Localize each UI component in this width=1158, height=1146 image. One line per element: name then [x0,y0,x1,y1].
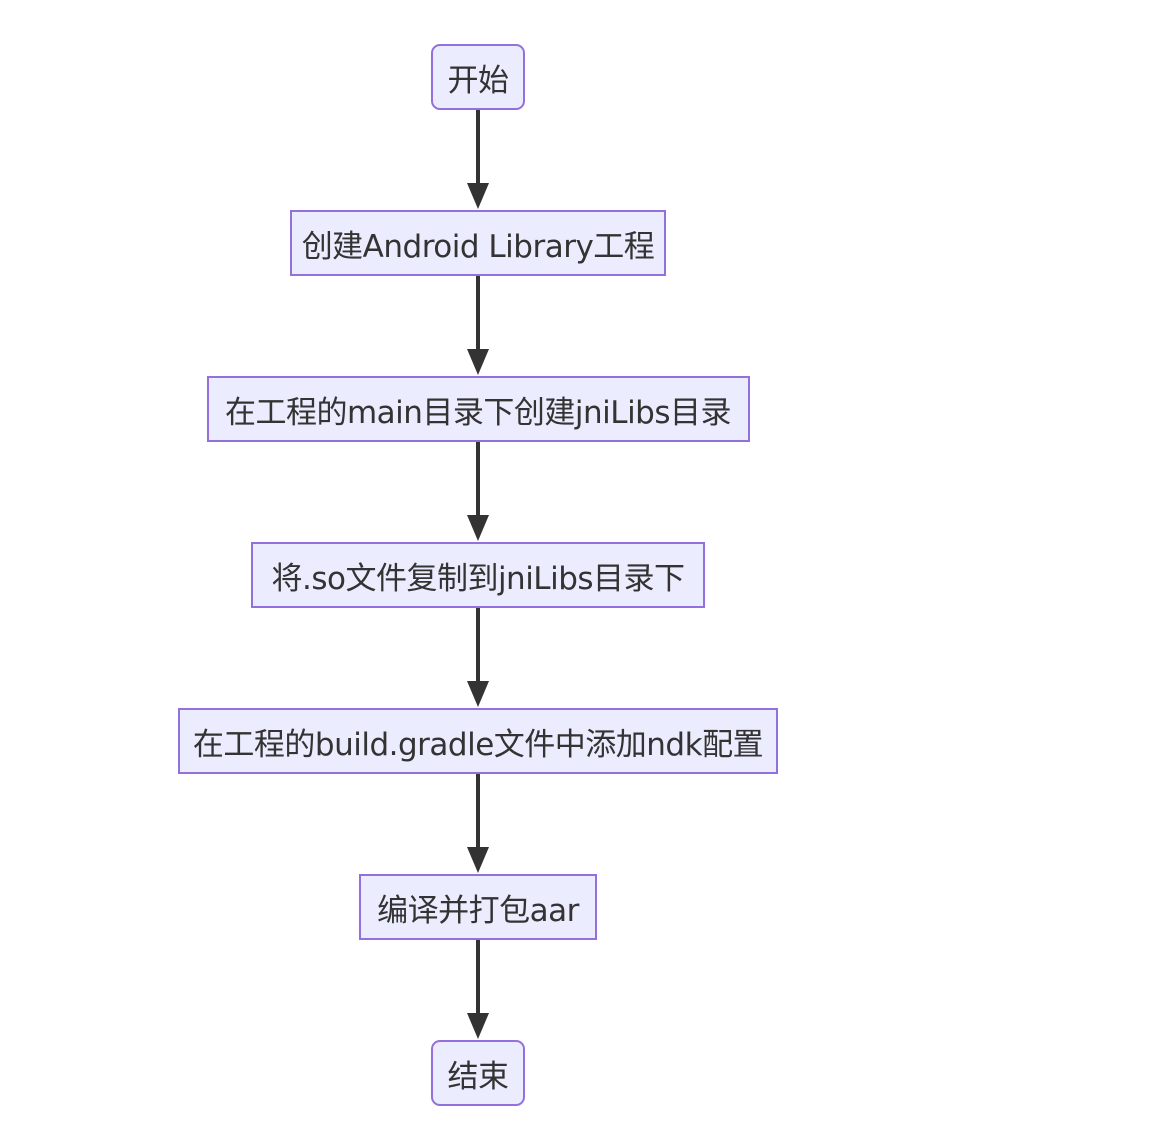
node-start: 开始 [431,44,525,110]
arrowhead-start-to-create-project [467,183,489,209]
node-end: 结束 [431,1040,525,1106]
arrowhead-copy-so-to-add-ndk-config [467,681,489,707]
arrowhead-create-jnilibs-to-copy-so [467,515,489,541]
arrowhead-create-project-to-create-jnilibs [467,349,489,375]
node-add-ndk-config: 在工程的build.gradle文件中添加ndk配置 [178,708,778,774]
node-create-jnilibs: 在工程的main目录下创建jniLibs目录 [206,376,750,442]
node-build-aar: 编译并打包aar [359,874,597,940]
node-create-project: 创建Android Library工程 [290,210,666,276]
arrowhead-build-aar-to-end [467,1013,489,1039]
arrowhead-add-ndk-config-to-build-aar [467,847,489,873]
node-copy-so: 将.so文件复制到jniLibs目录下 [251,542,705,608]
